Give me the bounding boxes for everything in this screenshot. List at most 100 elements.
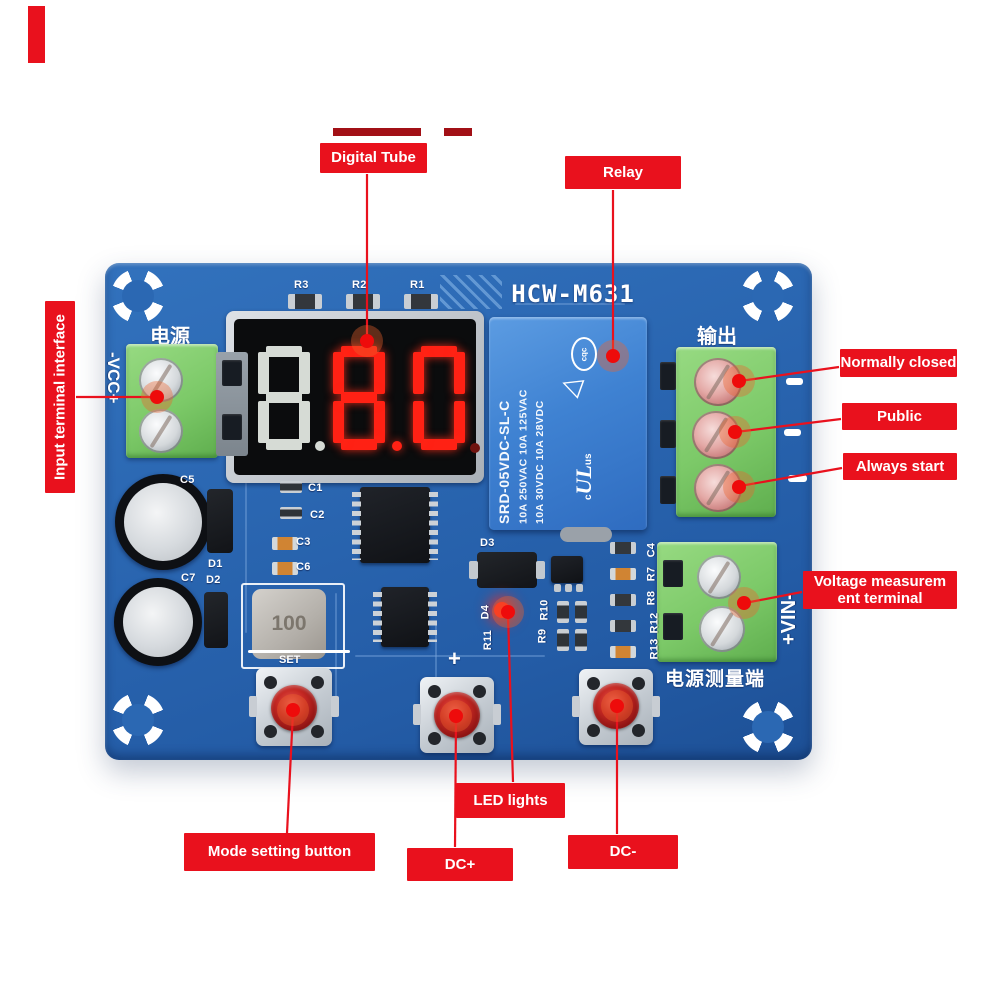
- annotation-label-led-lights: LED lights: [456, 783, 565, 818]
- cqc-logo: cqc: [571, 337, 597, 371]
- transistor-leg: [565, 584, 572, 592]
- annotation-label-always-start: Always start: [843, 453, 957, 480]
- button-tab: [331, 696, 339, 717]
- annotation-label-mode-setting-button: Mode setting button: [184, 833, 375, 871]
- display-segment: [341, 392, 377, 403]
- smd-component: [280, 481, 302, 493]
- relay-markings: SRD-05VDC-SL-C 10A 250VAC 10A 125VAC 10A…: [494, 324, 548, 524]
- display-segment: [454, 352, 465, 394]
- display-segment: [333, 352, 344, 394]
- display-decimal-point: [392, 441, 402, 451]
- cqc-logo-text: cqc: [579, 347, 589, 361]
- dc-plus-button: [420, 677, 494, 753]
- button-tab: [493, 704, 501, 725]
- silkscreen-mark: [784, 429, 801, 436]
- capacitor-top: [124, 483, 202, 561]
- diode-end: [536, 561, 545, 579]
- button-rivet: [632, 724, 645, 737]
- op-amp-ic: [381, 587, 429, 647]
- component-label-r7: R7: [645, 566, 658, 582]
- mounting-mark: [111, 269, 165, 323]
- output-screw-normally-open: [694, 464, 742, 512]
- annotation-label-digital-tube: Digital Tube: [320, 143, 427, 173]
- ul-logo-prefix: c: [583, 494, 594, 500]
- component-label-r11: R11: [482, 629, 495, 651]
- component-label-d3: D3: [480, 537, 495, 549]
- mounting-mark: [741, 700, 795, 754]
- power-terminal-screw: [139, 409, 183, 453]
- terminal-wire-slot: [660, 420, 676, 448]
- smd-resistor: [610, 542, 636, 554]
- red-watermark-bar: [333, 128, 421, 136]
- vcc-polarity-text: -VCC+: [104, 352, 123, 404]
- main-ic: [360, 487, 430, 563]
- power-terminal-cage: [216, 352, 248, 456]
- relay-mount-tab: [560, 527, 612, 542]
- display-segment: [266, 392, 302, 403]
- button-rivet: [311, 676, 324, 689]
- display-segment: [299, 401, 310, 443]
- smd-resistor: [346, 294, 380, 309]
- button-rivet: [473, 732, 486, 745]
- component-label-r12: R12: [648, 612, 661, 634]
- diode-package: [204, 592, 228, 648]
- ic-pins: [352, 492, 361, 560]
- silkscreen-mark: [786, 378, 803, 385]
- plus-button-label: +: [448, 646, 461, 671]
- annotation-label-dc-plus: DC+: [407, 848, 513, 881]
- pcb-trace: [335, 593, 337, 713]
- board-model-text: HCW-M631: [511, 280, 635, 308]
- pcb-trace: [515, 303, 625, 305]
- set-button-label: SET: [279, 654, 301, 666]
- component-label-d2: D2: [206, 574, 221, 586]
- output-terminal-label: 输出: [697, 326, 737, 348]
- component-label-r3: R3: [294, 279, 309, 291]
- component-label-c7: C7: [181, 572, 196, 584]
- relay-model-text: SRD-05VDC-SL-C: [496, 400, 512, 524]
- relay-body: [489, 317, 647, 530]
- button-rivet: [428, 685, 441, 698]
- button-cap: [593, 683, 639, 729]
- display-segment: [413, 352, 424, 394]
- display-segment: [454, 401, 465, 443]
- display-segment: [258, 401, 269, 443]
- pcb-trace: [245, 463, 247, 633]
- smd-component: [557, 601, 569, 623]
- smd-resistor: [610, 594, 636, 606]
- component-label-c2: C2: [310, 509, 325, 521]
- button-rivet: [587, 724, 600, 737]
- display-segment: [258, 352, 269, 394]
- electrolytic-capacitor-c5: [115, 474, 211, 570]
- display-decimal-point: [470, 443, 480, 453]
- smd-component: [575, 629, 587, 651]
- button-rivet: [428, 732, 441, 745]
- mounting-mark: [111, 693, 165, 747]
- smd-resistor: [272, 562, 298, 575]
- button-tab: [413, 704, 421, 725]
- component-label-c4: C4: [645, 542, 658, 558]
- electrolytic-capacitor-c7: [114, 578, 202, 666]
- ic-pins: [428, 592, 437, 642]
- inductor-value: 100: [271, 612, 307, 635]
- display-segment: [299, 352, 310, 394]
- display-segment: [374, 352, 385, 394]
- component-label-r1: R1: [410, 279, 425, 291]
- mounting-mark-center: [122, 704, 154, 736]
- transistor-leg: [554, 584, 561, 592]
- component-label-c6: C6: [296, 561, 311, 573]
- display-segment: [413, 401, 424, 443]
- button-rivet: [264, 725, 277, 738]
- output-screw-common: [692, 411, 740, 459]
- red-watermark-bar: [444, 128, 472, 136]
- measure-terminal-screw: [699, 606, 745, 652]
- smd-resistor: [288, 294, 322, 309]
- power-terminal-screw: [139, 358, 183, 402]
- mode-setting-button: [256, 668, 332, 746]
- capacitor-top: [123, 587, 193, 657]
- measure-terminal-label: 电源测量端: [664, 669, 765, 690]
- smd-component: [557, 629, 569, 651]
- power-terminal-label: 电源: [150, 326, 190, 348]
- relay-rating-ac: 10A 250VAC 10A 125VAC: [517, 389, 530, 524]
- component-label-d4: D4: [479, 604, 492, 620]
